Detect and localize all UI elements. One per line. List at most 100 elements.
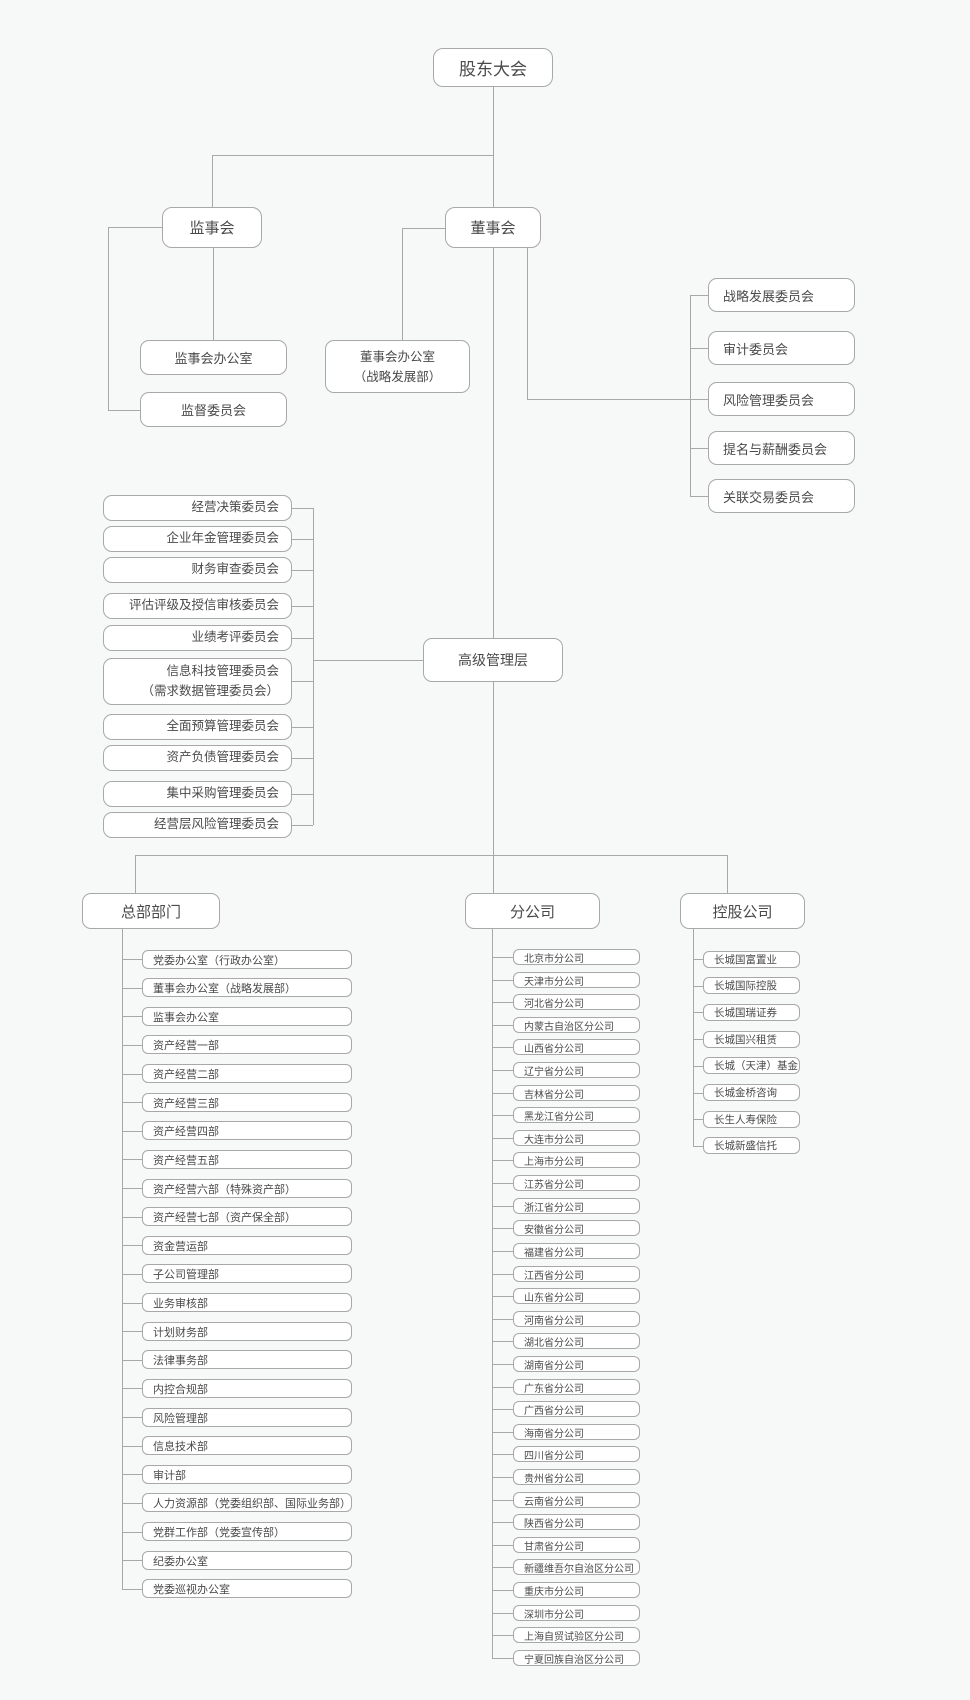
- committee-label: 集中采购管理委员会: [166, 786, 279, 801]
- connector-line: [122, 1016, 142, 1017]
- connector-line: [493, 682, 494, 855]
- connector-line: [492, 1206, 513, 1207]
- connector-line: [492, 1387, 513, 1388]
- org-list-item: 法律事务部: [142, 1350, 352, 1369]
- connector-line: [292, 570, 313, 571]
- org-list-item: 海南省分公司: [513, 1424, 640, 1440]
- connector-line: [690, 295, 691, 497]
- connector-line: [492, 1093, 513, 1094]
- org-list-item: 福建省分公司: [513, 1243, 640, 1259]
- committee-label: 评估评级及授信审核委员会: [128, 598, 279, 613]
- org-list-item: 资产经营四部: [142, 1121, 352, 1140]
- org-list-item: 重庆市分公司: [513, 1582, 640, 1598]
- connector-line: [292, 681, 313, 682]
- connector-line: [122, 959, 142, 960]
- org-list-item: 浙江省分公司: [513, 1198, 640, 1214]
- org-list-item: 长城（天津）基金: [703, 1057, 800, 1074]
- connector-line: [492, 1274, 513, 1275]
- org-list-item: 资产经营六部（特殊资产部）: [142, 1179, 352, 1198]
- connector-line: [135, 855, 136, 893]
- org-list-item: 长城国富置业: [703, 951, 800, 968]
- connector-line: [492, 1138, 513, 1139]
- org-list-item: 内蒙古自治区分公司: [513, 1017, 640, 1033]
- org-list-item: 安徽省分公司: [513, 1220, 640, 1236]
- org-list-item: 资金营运部: [142, 1236, 352, 1255]
- connector-line: [693, 1066, 703, 1067]
- node-management-committee: 评估评级及授信审核委员会: [103, 593, 292, 619]
- connector-line: [693, 1119, 703, 1120]
- connector-line: [527, 399, 708, 400]
- connector-line: [492, 1545, 513, 1546]
- org-list-item: 长城国兴租赁: [703, 1031, 800, 1048]
- org-list-item: 资产经营五部: [142, 1150, 352, 1169]
- connector-line: [108, 227, 162, 228]
- connector-line: [292, 794, 313, 795]
- connector-line: [693, 1146, 703, 1147]
- org-list-item: 吉林省分公司: [513, 1085, 640, 1101]
- connector-line: [122, 1417, 142, 1418]
- connector-line: [693, 1039, 703, 1040]
- org-list-item: 子公司管理部: [142, 1264, 352, 1283]
- node-board-committee: 关联交易委员会: [708, 479, 855, 513]
- org-list-item: 河南省分公司: [513, 1311, 640, 1327]
- connector-line: [313, 660, 423, 661]
- connector-line: [492, 1228, 513, 1229]
- committee-label: 资产负债管理委员会: [166, 750, 279, 765]
- org-list-item: 深圳市分公司: [513, 1605, 640, 1621]
- connector-line: [492, 1341, 513, 1342]
- org-list-item: 云南省分公司: [513, 1492, 640, 1508]
- connector-line: [492, 1002, 513, 1003]
- committee-label: 经营决策委员会: [191, 500, 279, 515]
- connector-line: [492, 1658, 513, 1659]
- node-board-committee: 提名与薪酬委员会: [708, 431, 855, 465]
- committee-sublabel: （需求数据管理委员会）: [141, 683, 279, 698]
- node-management-committee: 全面预算管理委员会: [103, 714, 292, 740]
- connector-line: [492, 1070, 513, 1071]
- org-list-item: 江西省分公司: [513, 1266, 640, 1282]
- connector-line: [693, 1012, 703, 1013]
- org-list-item: 河北省分公司: [513, 994, 640, 1010]
- committee-label: 业绩考评委员会: [191, 630, 279, 645]
- node-board-committee: 风险管理委员会: [708, 382, 855, 416]
- org-list-item: 湖南省分公司: [513, 1356, 640, 1372]
- connector-line: [292, 539, 313, 540]
- connector-line: [492, 1183, 513, 1184]
- node-board-office: 董事会办公室 （战略发展部）: [325, 340, 470, 393]
- org-list-item: 审计部: [142, 1465, 352, 1484]
- connector-line: [122, 1560, 142, 1561]
- org-list-item: 贵州省分公司: [513, 1469, 640, 1485]
- org-list-item: 长城国际控股: [703, 977, 800, 994]
- node-supervisory-board-office: 监事会办公室: [140, 340, 287, 375]
- connector-line: [492, 1613, 513, 1614]
- node-headquarters-departments: 总部部门: [82, 893, 220, 929]
- committee-label: 企业年金管理委员会: [166, 531, 279, 546]
- org-list-item: 大连市分公司: [513, 1130, 640, 1146]
- connector-line: [108, 227, 109, 411]
- connector-line: [690, 496, 708, 497]
- connector-line: [122, 1360, 142, 1361]
- connector-line: [693, 986, 703, 987]
- org-list-item: 信息技术部: [142, 1436, 352, 1455]
- node-board-of-directors: 董事会: [445, 207, 541, 248]
- committee-label: 信息科技管理委员会: [166, 664, 279, 679]
- connector-line: [492, 1454, 513, 1455]
- org-list-item: 资产经营三部: [142, 1093, 352, 1112]
- org-list-item: 长城新盛信托: [703, 1137, 800, 1154]
- org-list-item: 上海市分公司: [513, 1152, 640, 1168]
- connector-line: [727, 855, 728, 893]
- org-list-item: 长城国瑞证券: [703, 1004, 800, 1021]
- connector-line: [122, 1245, 142, 1246]
- node-label-line1: 董事会办公室: [359, 349, 435, 364]
- org-list-item: 辽宁省分公司: [513, 1062, 640, 1078]
- committee-label: 财务审查委员会: [191, 562, 279, 577]
- node-branch-companies: 分公司: [465, 893, 600, 929]
- org-list-item: 纪委办公室: [142, 1551, 352, 1570]
- connector-line: [122, 1388, 142, 1389]
- connector-line: [492, 1567, 513, 1568]
- connector-line: [492, 1251, 513, 1252]
- connector-line: [402, 228, 403, 340]
- connector-line: [122, 1589, 142, 1590]
- org-list-item: 长城金桥咨询: [703, 1084, 800, 1101]
- connector-line: [122, 1331, 142, 1332]
- connector-line: [292, 727, 313, 728]
